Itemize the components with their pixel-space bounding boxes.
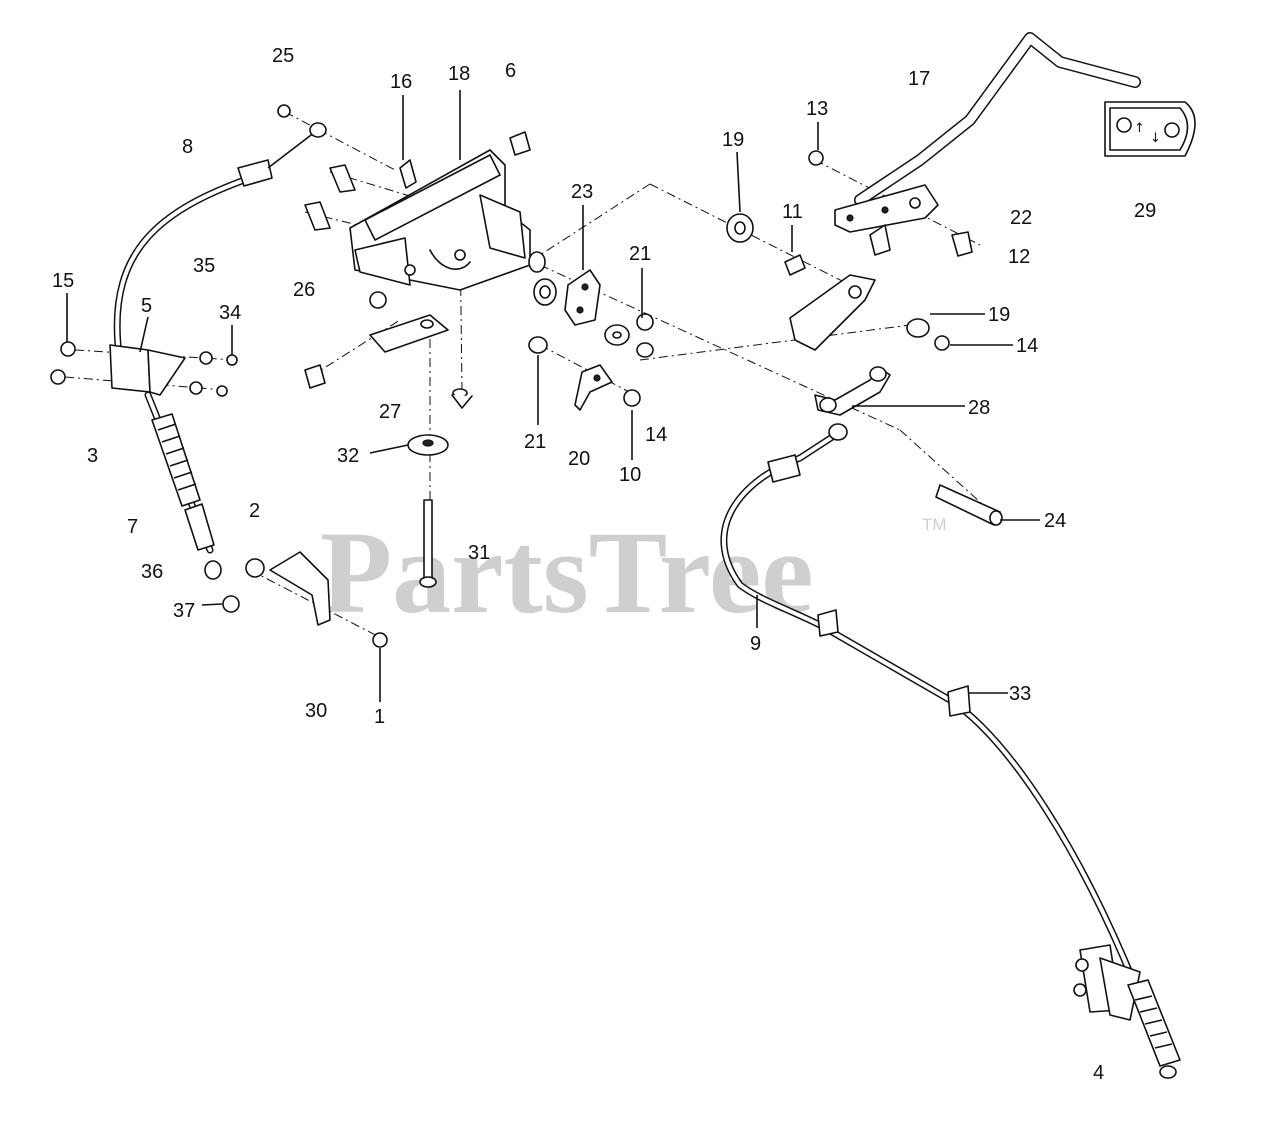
part-28-link <box>814 366 891 416</box>
callout-9: 9 <box>750 633 761 655</box>
left-cable <box>113 104 327 349</box>
callout-2: 2 <box>249 500 260 522</box>
callout-30: 30 <box>305 700 327 722</box>
pin-24-head <box>989 510 1003 526</box>
decal-up-arrow: ↑ <box>1134 121 1145 136</box>
callout-18: 18 <box>448 63 470 85</box>
part-20-cam <box>574 364 641 411</box>
callout-26: 26 <box>293 279 315 301</box>
callout-32: 32 <box>337 445 359 467</box>
callout-36: 36 <box>141 561 163 583</box>
part-12-arm <box>789 274 950 351</box>
pin-head <box>419 576 437 588</box>
callout-5: 5 <box>141 295 152 317</box>
callout-11: 11 <box>782 201 803 223</box>
callout-19-top: 19 <box>722 129 744 151</box>
bushings <box>528 213 806 358</box>
part-9-cable <box>720 423 1139 989</box>
part-30-bracket <box>245 551 388 648</box>
callout-29: 29 <box>1134 200 1156 222</box>
callout-37: 37 <box>173 600 195 622</box>
part-29-decal: ↑ ↓ <box>1104 101 1196 157</box>
callout-25: 25 <box>272 45 294 67</box>
callout-16: 16 <box>390 71 412 93</box>
leader-lines <box>66 90 1040 702</box>
callout-14-bottom: 14 <box>645 424 667 446</box>
callout-numbers: 25 16 18 6 17 13 8 19 23 11 22 29 12 21 … <box>52 45 1156 1084</box>
callout-3: 3 <box>87 445 98 467</box>
callout-28: 28 <box>968 397 990 419</box>
callout-12: 12 <box>1008 246 1030 268</box>
callout-19-right: 19 <box>988 304 1010 326</box>
watermark-text: PartsTree <box>320 507 814 638</box>
callout-27: 27 <box>379 401 401 423</box>
callout-35: 35 <box>193 255 215 277</box>
callout-4: 4 <box>1093 1062 1104 1084</box>
callout-14-right: 14 <box>1016 335 1038 357</box>
callout-13: 13 <box>806 98 828 120</box>
callout-23: 23 <box>571 181 593 203</box>
washer-hole <box>422 439 434 447</box>
callout-24: 24 <box>1044 510 1066 532</box>
callout-20: 20 <box>568 448 590 470</box>
part-27-plate <box>304 314 473 409</box>
callout-7: 7 <box>127 516 138 538</box>
callout-1: 1 <box>374 706 385 728</box>
callout-8: 8 <box>182 136 193 158</box>
callout-21-top: 21 <box>629 243 651 265</box>
part-5-bracket <box>50 341 238 397</box>
part-18-main-bracket <box>304 131 531 309</box>
part-7-spring <box>144 391 240 613</box>
callout-21-bottom: 21 <box>524 431 546 453</box>
part-31-pin <box>423 499 433 581</box>
callout-15: 15 <box>52 270 74 292</box>
callout-34: 34 <box>219 302 241 324</box>
callout-10: 10 <box>619 464 641 486</box>
watermark-trademark: TM <box>922 515 947 534</box>
part-4-cable-end <box>1073 944 1181 1079</box>
callout-22: 22 <box>1010 207 1032 229</box>
callout-6: 6 <box>505 60 516 82</box>
callout-31: 31 <box>468 542 490 564</box>
decal-down-arrow: ↓ <box>1150 131 1161 146</box>
part-17-lever <box>808 32 1141 257</box>
callout-33: 33 <box>1009 683 1031 705</box>
callout-17: 17 <box>908 68 930 90</box>
